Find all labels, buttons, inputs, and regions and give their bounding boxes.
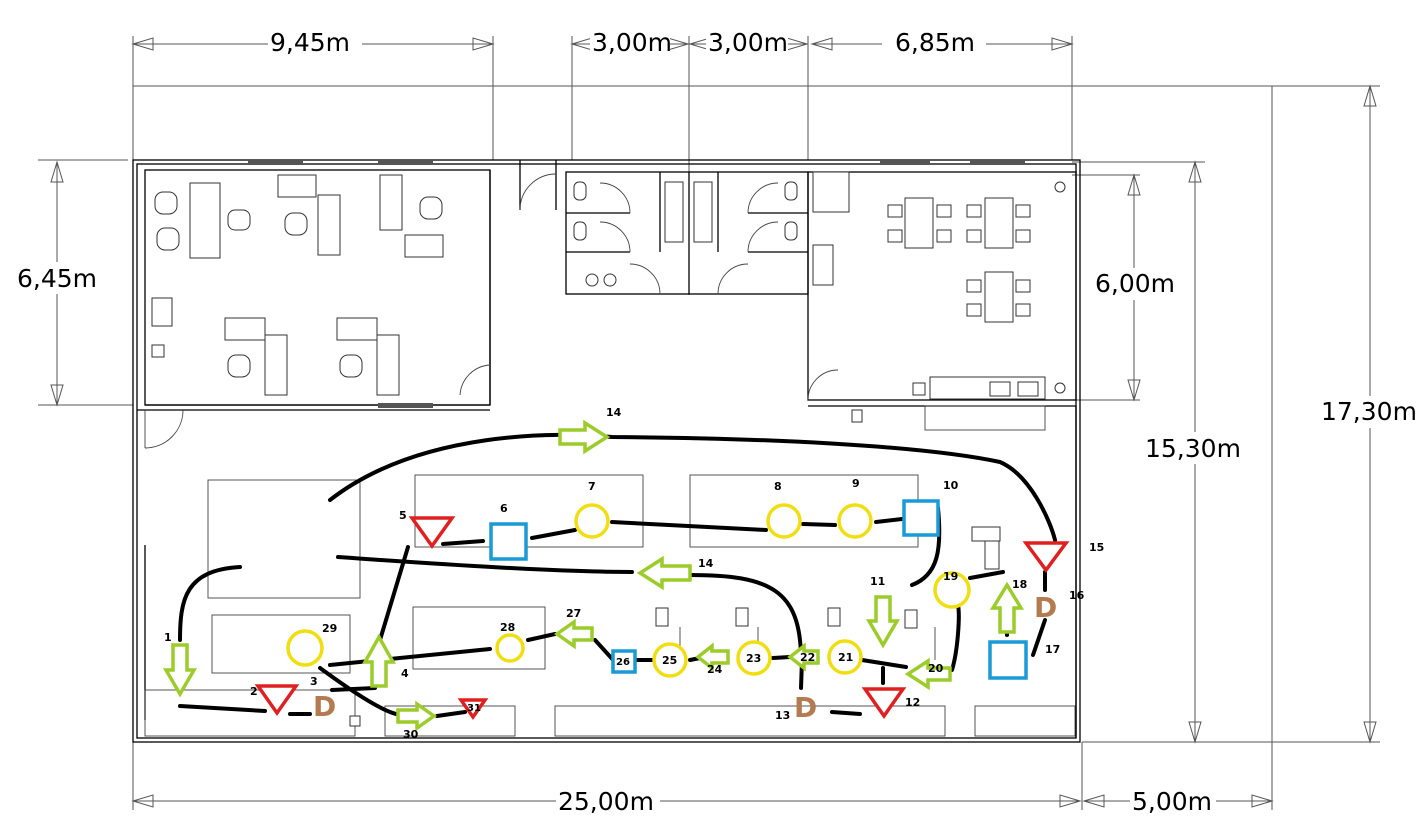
- step-label-31: 31: [467, 703, 481, 714]
- delay-3: D: [313, 690, 336, 723]
- transport-18: [989, 581, 1025, 634]
- furniture: [151, 171, 1066, 727]
- storage-2: [254, 684, 300, 717]
- operation-28: [495, 633, 525, 663]
- storage-symbols: [254, 516, 1070, 721]
- storage-5: [408, 516, 456, 550]
- transport-11: [865, 595, 901, 649]
- storage-31: [457, 698, 489, 721]
- dim-bottom-500: 5,00m: [1132, 787, 1212, 816]
- step-label-6: 6: [500, 502, 508, 515]
- step-label-14b: 14: [698, 557, 714, 570]
- step-label-3: 3: [310, 675, 318, 688]
- transport-30: [396, 700, 438, 732]
- inspection-symbols: [489, 499, 1028, 680]
- step-label-11: 11: [870, 575, 885, 588]
- inspection-17: [988, 640, 1028, 680]
- flow-route: [178, 432, 1057, 718]
- inspection-10: [902, 499, 940, 537]
- step-label-30: 30: [403, 728, 419, 741]
- step-label-29: 29: [322, 622, 337, 635]
- transport-22: [787, 642, 820, 672]
- step-label-12: 12: [905, 696, 920, 709]
- transport-27: [553, 618, 594, 650]
- operation-9: [837, 503, 873, 539]
- dim-top-300b: 3,00m: [708, 28, 788, 57]
- transport-24: [695, 642, 730, 672]
- transport-14b: [636, 555, 692, 591]
- step-label-8: 8: [774, 480, 782, 493]
- transport-symbols: [162, 419, 1025, 732]
- inspection-26: [611, 649, 637, 674]
- dimension-lines: [38, 36, 1380, 810]
- operation-25: [652, 642, 688, 678]
- delay-symbols: D D D: [313, 591, 1057, 724]
- operation-23: [736, 640, 772, 676]
- step-label-22: 22: [800, 651, 815, 664]
- step-label-7: 7: [588, 480, 596, 493]
- dim-top-945: 9,45m: [270, 28, 350, 57]
- dim-left-645: 6,45m: [17, 264, 97, 293]
- dim-top-300a: 3,00m: [592, 28, 672, 57]
- step-label-18: 18: [1012, 578, 1027, 591]
- step-label-23: 23: [746, 652, 761, 665]
- step-label-25: 25: [662, 654, 677, 667]
- step-label-9: 9: [852, 477, 860, 490]
- step-label-15: 15: [1089, 541, 1104, 554]
- operation-symbols: [286, 503, 971, 678]
- step-label-5: 5: [399, 509, 407, 522]
- transport-20: [904, 657, 952, 691]
- step-label-10: 10: [943, 479, 959, 492]
- step-numbers: 1 2 3 4 5 6 7 8 9 10 11 12 13 14 14 15 1…: [164, 406, 1104, 741]
- dim-right-1530: 15,30m: [1145, 434, 1241, 463]
- dim-right-1730: 17,30m: [1321, 397, 1417, 426]
- transport-1: [162, 643, 198, 698]
- storage-12: [861, 687, 907, 720]
- step-label-16: 16: [1069, 589, 1085, 602]
- step-label-27: 27: [566, 607, 581, 620]
- building-walls: [132, 159, 1081, 743]
- step-label-28: 28: [500, 621, 515, 634]
- dim-top-685: 6,85m: [895, 28, 975, 57]
- step-label-24: 24: [707, 663, 723, 676]
- step-label-14a: 14: [606, 406, 622, 419]
- inspection-6: [489, 522, 528, 561]
- operation-7: [574, 503, 610, 539]
- step-label-20: 20: [928, 662, 944, 675]
- dimension-labels: 9,45m 3,00m 3,00m 6,85m 6,45m 6,00m 15,3…: [15, 28, 1420, 816]
- step-label-2: 2: [250, 685, 258, 698]
- delay-16: D: [1034, 591, 1057, 624]
- dim-bottom-2500: 25,00m: [558, 787, 654, 816]
- transport-14a: [558, 419, 611, 455]
- delay-13: D: [794, 691, 817, 724]
- operation-8: [766, 503, 802, 539]
- dim-right-600: 6,00m: [1095, 269, 1175, 298]
- step-label-17: 17: [1045, 643, 1060, 656]
- operation-19: [933, 571, 971, 609]
- step-label-21: 21: [838, 651, 853, 664]
- step-label-26: 26: [616, 657, 630, 668]
- step-label-4: 4: [401, 667, 409, 680]
- transport-4: [362, 633, 396, 688]
- step-label-1: 1: [164, 631, 172, 644]
- step-label-19: 19: [943, 570, 958, 583]
- step-label-13: 13: [775, 709, 790, 722]
- operation-21: [827, 639, 863, 675]
- operation-29: [286, 629, 324, 667]
- storage-15: [1022, 541, 1070, 573]
